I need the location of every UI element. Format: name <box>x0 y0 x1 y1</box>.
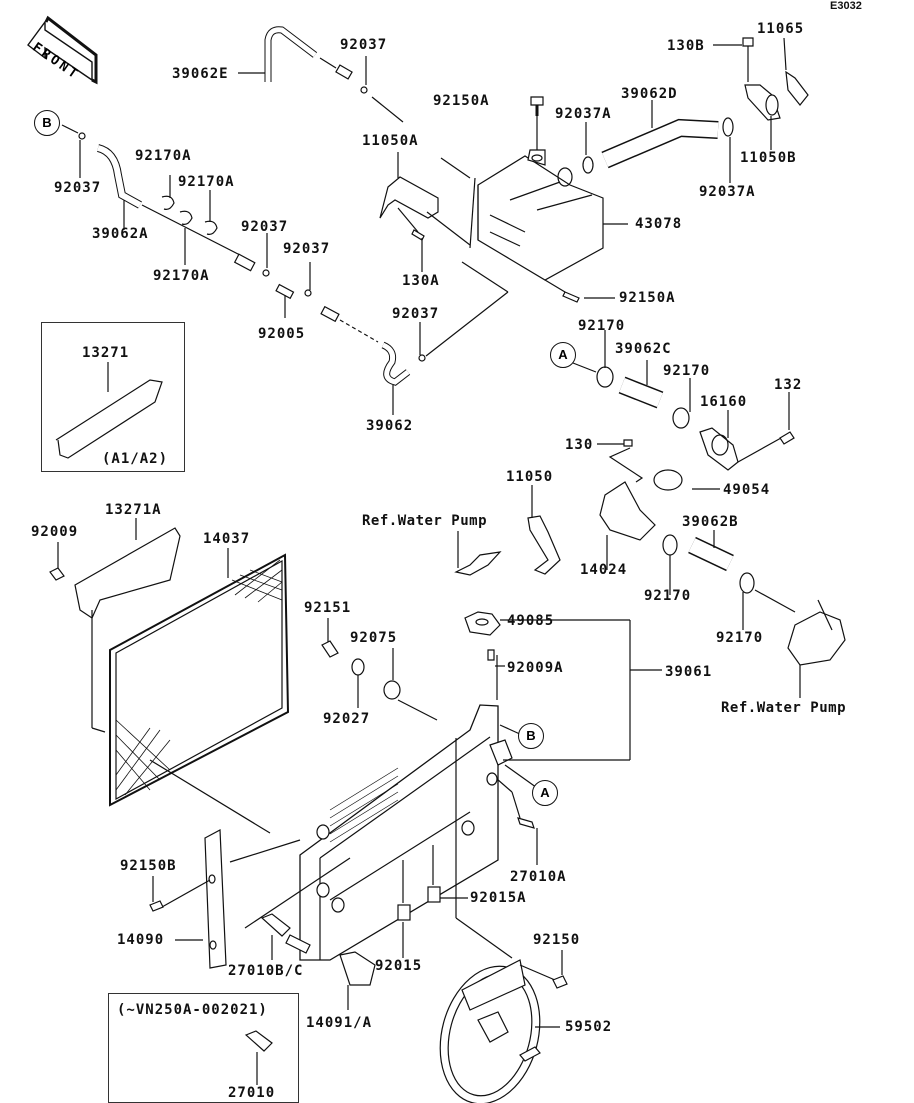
part-label: 59502 <box>565 1019 613 1035</box>
part-label: 27010A <box>510 869 567 885</box>
part-label: 92170 <box>716 630 764 646</box>
shroud-13271 <box>55 379 163 459</box>
ref-water-pump-2: Ref.Water Pump <box>721 700 847 716</box>
part-label: 92075 <box>350 630 398 646</box>
inset-part-13271: 13271 <box>82 345 130 361</box>
part-label: 92037 <box>392 306 440 322</box>
part-label: 11050A <box>362 133 419 149</box>
radiator-screen-14037 <box>109 553 290 807</box>
part-label: 39062D <box>621 86 678 102</box>
part-label: 92005 <box>258 326 306 342</box>
part-label: 92037 <box>54 180 102 196</box>
part-label: 27010B/C <box>228 963 304 979</box>
part-label: 130A <box>402 273 440 289</box>
inset-note-a1a2: (A1/A2) <box>102 451 169 467</box>
part-label: 92027 <box>323 711 371 727</box>
part-label: 11065 <box>757 21 805 37</box>
part-label: 16160 <box>700 394 748 410</box>
part-label: 92009A <box>507 660 564 676</box>
part-label: 39061 <box>665 664 713 680</box>
callout-b-top: B <box>34 110 60 136</box>
part-label: 92150A <box>619 290 676 306</box>
bracket-11050 <box>527 515 561 575</box>
part-label: 14090 <box>117 932 165 948</box>
part-label: 92170A <box>135 148 192 164</box>
part-label: 92037 <box>340 37 388 53</box>
part-label: 92170A <box>153 268 210 284</box>
part-label: 49054 <box>723 482 771 498</box>
part-label: 92150B <box>120 858 177 874</box>
radiator-39061 <box>299 704 499 961</box>
radiator-cap-49085 <box>464 611 501 636</box>
part-label: 92037A <box>699 184 756 200</box>
diagram-code: E3032 <box>830 0 862 12</box>
part-label: 49085 <box>507 613 555 629</box>
part-label: 92015A <box>470 890 527 906</box>
part-label: 92037 <box>241 219 289 235</box>
part-label: 92150 <box>533 932 581 948</box>
part-label: 39062C <box>615 341 672 357</box>
part-label: 11050B <box>740 150 797 166</box>
ref-water-pump-1: Ref.Water Pump <box>362 513 488 529</box>
part-label: 92170 <box>644 588 692 604</box>
bracket-11050a <box>379 176 439 219</box>
callout-a-top: A <box>550 342 576 368</box>
part-label: 14024 <box>580 562 628 578</box>
callout-a-radiator: A <box>532 780 558 806</box>
part-label: 14037 <box>203 531 251 547</box>
part-label: 92151 <box>304 600 352 616</box>
part-label: 92037 <box>283 241 331 257</box>
part-label: 39062 <box>366 418 414 434</box>
part-label: 43078 <box>635 216 683 232</box>
inset-part-27010: 27010 <box>228 1085 276 1101</box>
callout-b-radiator: B <box>518 723 544 749</box>
thermostat-housing-14024 <box>599 481 656 541</box>
part-label: 14091/A <box>306 1015 373 1031</box>
part-label: 92170A <box>178 174 235 190</box>
water-pump-ref <box>787 611 846 666</box>
part-label: 92015 <box>375 958 423 974</box>
part-label: 39062B <box>682 514 739 530</box>
cap-14091a <box>339 951 376 986</box>
part-label: 39062E <box>172 66 229 82</box>
part-label: 130 <box>565 437 594 453</box>
part-label: 92150A <box>433 93 490 109</box>
part-label: 130B <box>667 38 705 54</box>
inset-note-serial: (~VN250A-002021) <box>117 1002 268 1018</box>
inset-box-a1a2 <box>41 322 185 472</box>
part-label: 13271A <box>105 502 162 518</box>
part-label: 92170 <box>578 318 626 334</box>
shield-14090 <box>204 829 227 969</box>
part-label: 11050 <box>506 469 554 485</box>
part-label: 132 <box>774 377 803 393</box>
part-label: 39062A <box>92 226 149 242</box>
front-arrow-icon <box>27 15 98 85</box>
housing-cover-16160 <box>699 427 739 471</box>
part-label: 92170 <box>663 363 711 379</box>
part-label: 92037A <box>555 106 612 122</box>
part-label: 92009 <box>31 524 79 540</box>
shroud-13271a <box>74 527 181 619</box>
